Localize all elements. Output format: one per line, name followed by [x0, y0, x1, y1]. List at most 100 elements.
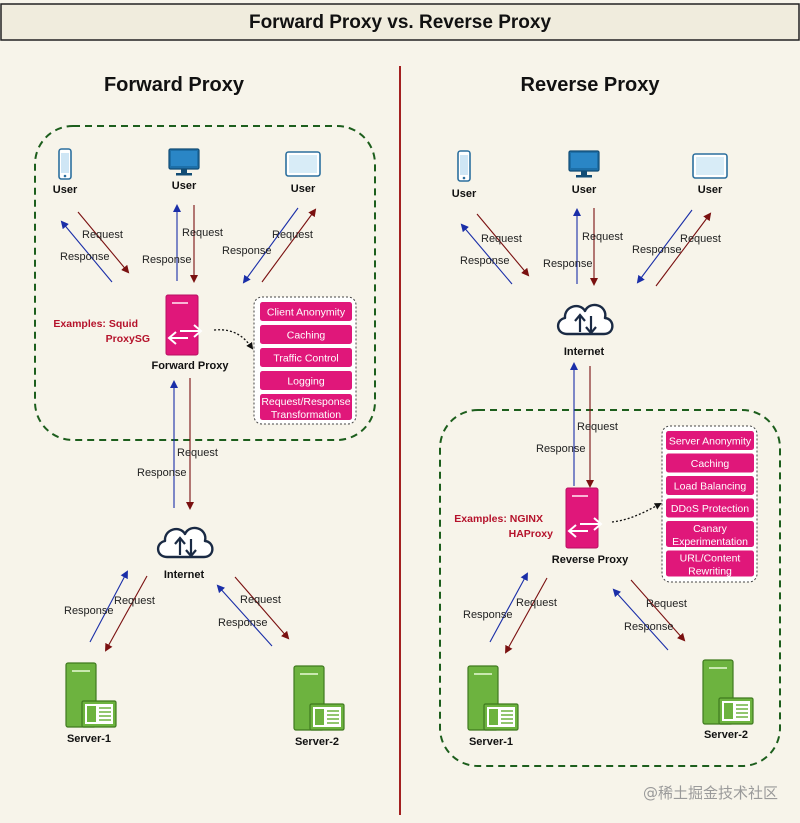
response-arrow	[216, 584, 273, 647]
forward-request-label-4: Request	[177, 447, 218, 459]
response-arrow	[60, 220, 113, 283]
forward-feature-pill	[260, 302, 352, 321]
reverse-server-zone	[439, 409, 781, 767]
request-arrow	[655, 212, 712, 287]
forward-request-label-3: Request	[272, 229, 313, 241]
reverse-response-label-2: Response	[543, 258, 593, 270]
cloud-icon	[156, 526, 214, 559]
reverse-examples-line-2: HAProxy	[509, 528, 554, 540]
page-title: Forward Proxy vs. Reverse Proxy	[249, 12, 551, 33]
request-arrow	[105, 575, 148, 652]
request-arrow	[234, 576, 290, 640]
forward-request-label-1: Request	[82, 229, 123, 241]
response-arrow	[242, 207, 299, 284]
forward-response-label-5: Response	[64, 605, 114, 617]
response-arrow	[89, 570, 128, 643]
reverse-feature-label: URL/Content	[680, 553, 741, 565]
proxy-feature-connector	[611, 503, 662, 523]
reverse-request-label-6: Request	[646, 598, 687, 610]
reverse-server-1: Server-1	[467, 665, 519, 748]
reverse-request-label-1: Request	[481, 233, 522, 245]
response-arrow	[460, 223, 513, 285]
request-arrow	[77, 211, 130, 274]
forward-feature-label: Logging	[287, 376, 325, 388]
tablet-icon	[692, 153, 728, 179]
forward-feature-pill	[260, 394, 352, 420]
forward-user-label-1: User	[53, 184, 78, 196]
reverse-feature-label: Experimentation	[672, 536, 748, 548]
reverse-feature-label: Rewriting	[688, 566, 732, 578]
reverse-heading: Reverse Proxy	[521, 74, 661, 96]
forward-server-1: Server-1	[65, 662, 117, 745]
reverse-request-label-5: Request	[516, 597, 557, 609]
forward-examples-line-1: Examples: Squid	[53, 318, 138, 330]
reverse-response-label-3: Response	[632, 244, 682, 256]
reverse-user-label-3: User	[698, 184, 723, 196]
reverse-proxy-label: Reverse Proxy	[552, 554, 629, 566]
request-arrow	[505, 577, 548, 654]
cloud-icon	[556, 303, 614, 336]
proxy-icon	[565, 487, 602, 549]
forward-user-tablet: User	[285, 151, 321, 195]
forward-request-label-2: Request	[182, 227, 223, 239]
server-icon	[702, 659, 754, 725]
reverse-user-tablet: User	[692, 153, 728, 196]
forward-feature-pill	[260, 348, 352, 367]
forward-proxy-node: Forward Proxy	[151, 294, 229, 372]
server-icon	[293, 665, 345, 731]
forward-heading: Forward Proxy	[104, 74, 245, 96]
reverse-response-label-5: Response	[463, 609, 513, 621]
response-arrow	[489, 572, 528, 643]
reverse-feature-label: Load Balancing	[674, 481, 747, 493]
reverse-user-label-1: User	[452, 188, 477, 200]
forward-feature-pill	[260, 325, 352, 344]
server-icon	[467, 665, 519, 731]
reverse-feature-pill	[666, 453, 754, 473]
forward-server-2: Server-2	[293, 665, 345, 748]
reverse-feature-pill	[666, 521, 754, 547]
forward-server-label-1: Server-1	[67, 733, 111, 745]
reverse-feature-label: Canary	[693, 523, 728, 535]
forward-user-monitor: User	[168, 148, 200, 192]
reverse-user-monitor: User	[568, 150, 600, 196]
request-arrow	[630, 579, 686, 642]
reverse-server-label-1: Server-1	[469, 736, 513, 748]
proxy-feature-connector	[213, 329, 254, 350]
reverse-user-phone: User	[452, 150, 477, 200]
reverse-response-label-1: Response	[460, 255, 510, 267]
phone-icon	[457, 150, 471, 182]
reverse-request-label-4: Request	[577, 421, 618, 433]
forward-user-label-3: User	[291, 183, 316, 195]
forward-request-label-6: Request	[240, 594, 281, 606]
forward-feature-label: Transformation	[271, 409, 341, 421]
monitor-icon	[568, 150, 600, 179]
reverse-feature-label: DDoS Protection	[671, 503, 749, 515]
reverse-proxy-node: Reverse Proxy	[552, 487, 629, 566]
reverse-response-label-6: Response	[624, 621, 674, 633]
forward-internet-label: Internet	[164, 569, 205, 581]
reverse-feature-label: Server Anonymity	[669, 436, 752, 448]
tablet-icon	[285, 151, 321, 177]
forward-user-phone: User	[53, 148, 78, 196]
forward-feature-label: Traffic Control	[273, 353, 338, 365]
request-arrow	[261, 208, 317, 283]
reverse-feature-pill	[666, 550, 754, 577]
forward-server-label-2: Server-2	[295, 736, 339, 748]
reverse-request-label-3: Request	[680, 233, 721, 245]
response-arrow	[612, 588, 669, 651]
reverse-feature-pill	[666, 476, 754, 495]
reverse-request-label-2: Request	[582, 231, 623, 243]
reverse-response-label-4: Response	[536, 443, 586, 455]
title-bar	[0, 3, 800, 41]
reverse-user-label-2: User	[572, 184, 597, 196]
forward-response-label-1: Response	[60, 251, 110, 263]
reverse-feature-pill	[666, 431, 754, 450]
monitor-icon	[168, 148, 200, 177]
reverse-feature-pill	[666, 498, 754, 518]
reverse-server-2: Server-2	[702, 659, 754, 741]
proxy-icon	[165, 294, 202, 356]
forward-feature-label: Client Anonymity	[267, 307, 346, 319]
